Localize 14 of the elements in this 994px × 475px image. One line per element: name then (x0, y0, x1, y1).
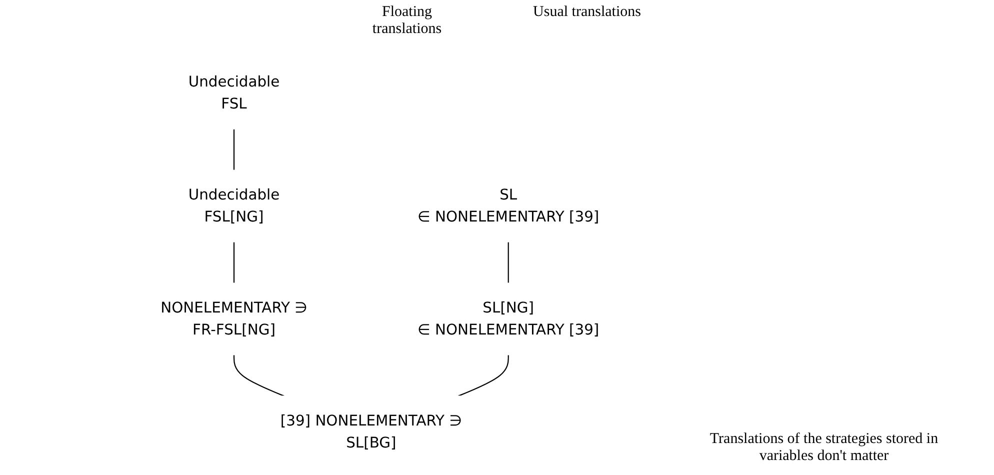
node-text: Undecidable FSL[NG] (188, 186, 280, 226)
node-text: SL[NG] ∈ NONELEMENTARY [39] (418, 298, 600, 338)
column-heading: Usual translations (532, 4, 642, 22)
node-text: NONELEMENTARY ∋ FR-FSL[NG] (160, 298, 308, 338)
node-text: Undecidable FSL (188, 72, 280, 112)
connector (508, 242, 510, 284)
node-text: [39] NONELEMENTARY ∋ SL[BG] (280, 412, 462, 452)
node-text: SL ∈ NONELEMENTARY [39] (418, 186, 600, 226)
connector (458, 354, 510, 397)
connector (234, 128, 235, 170)
connector (234, 354, 284, 397)
connector (234, 242, 235, 284)
note: Translations of the strategies stored in variables don't matter (708, 431, 940, 465)
column-heading: Floating translations (371, 4, 443, 38)
